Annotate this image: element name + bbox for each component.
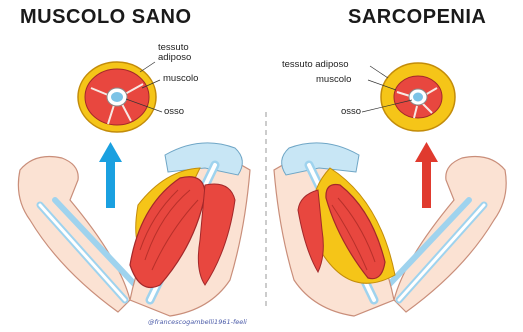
label-muscolo-left: muscolo xyxy=(163,74,198,84)
label-muscolo-right: muscolo xyxy=(316,75,351,85)
up-arrow-icon xyxy=(99,142,122,208)
healthy-cross-section-icon xyxy=(78,62,156,132)
credit-watermark: @francescogambelli1961-feeli xyxy=(148,318,247,326)
sarcopenia-cross-section-icon xyxy=(381,63,455,131)
label-osso-right: osso xyxy=(341,107,361,117)
up-arrow-icon xyxy=(415,142,438,208)
arm-illustration xyxy=(18,143,250,316)
arm-illustration xyxy=(274,143,506,316)
label-adiposo: adiposo xyxy=(158,53,191,63)
label-tessuto-adiposo-right: tessuto adiposo xyxy=(282,60,349,70)
label-osso-left: osso xyxy=(164,107,184,117)
